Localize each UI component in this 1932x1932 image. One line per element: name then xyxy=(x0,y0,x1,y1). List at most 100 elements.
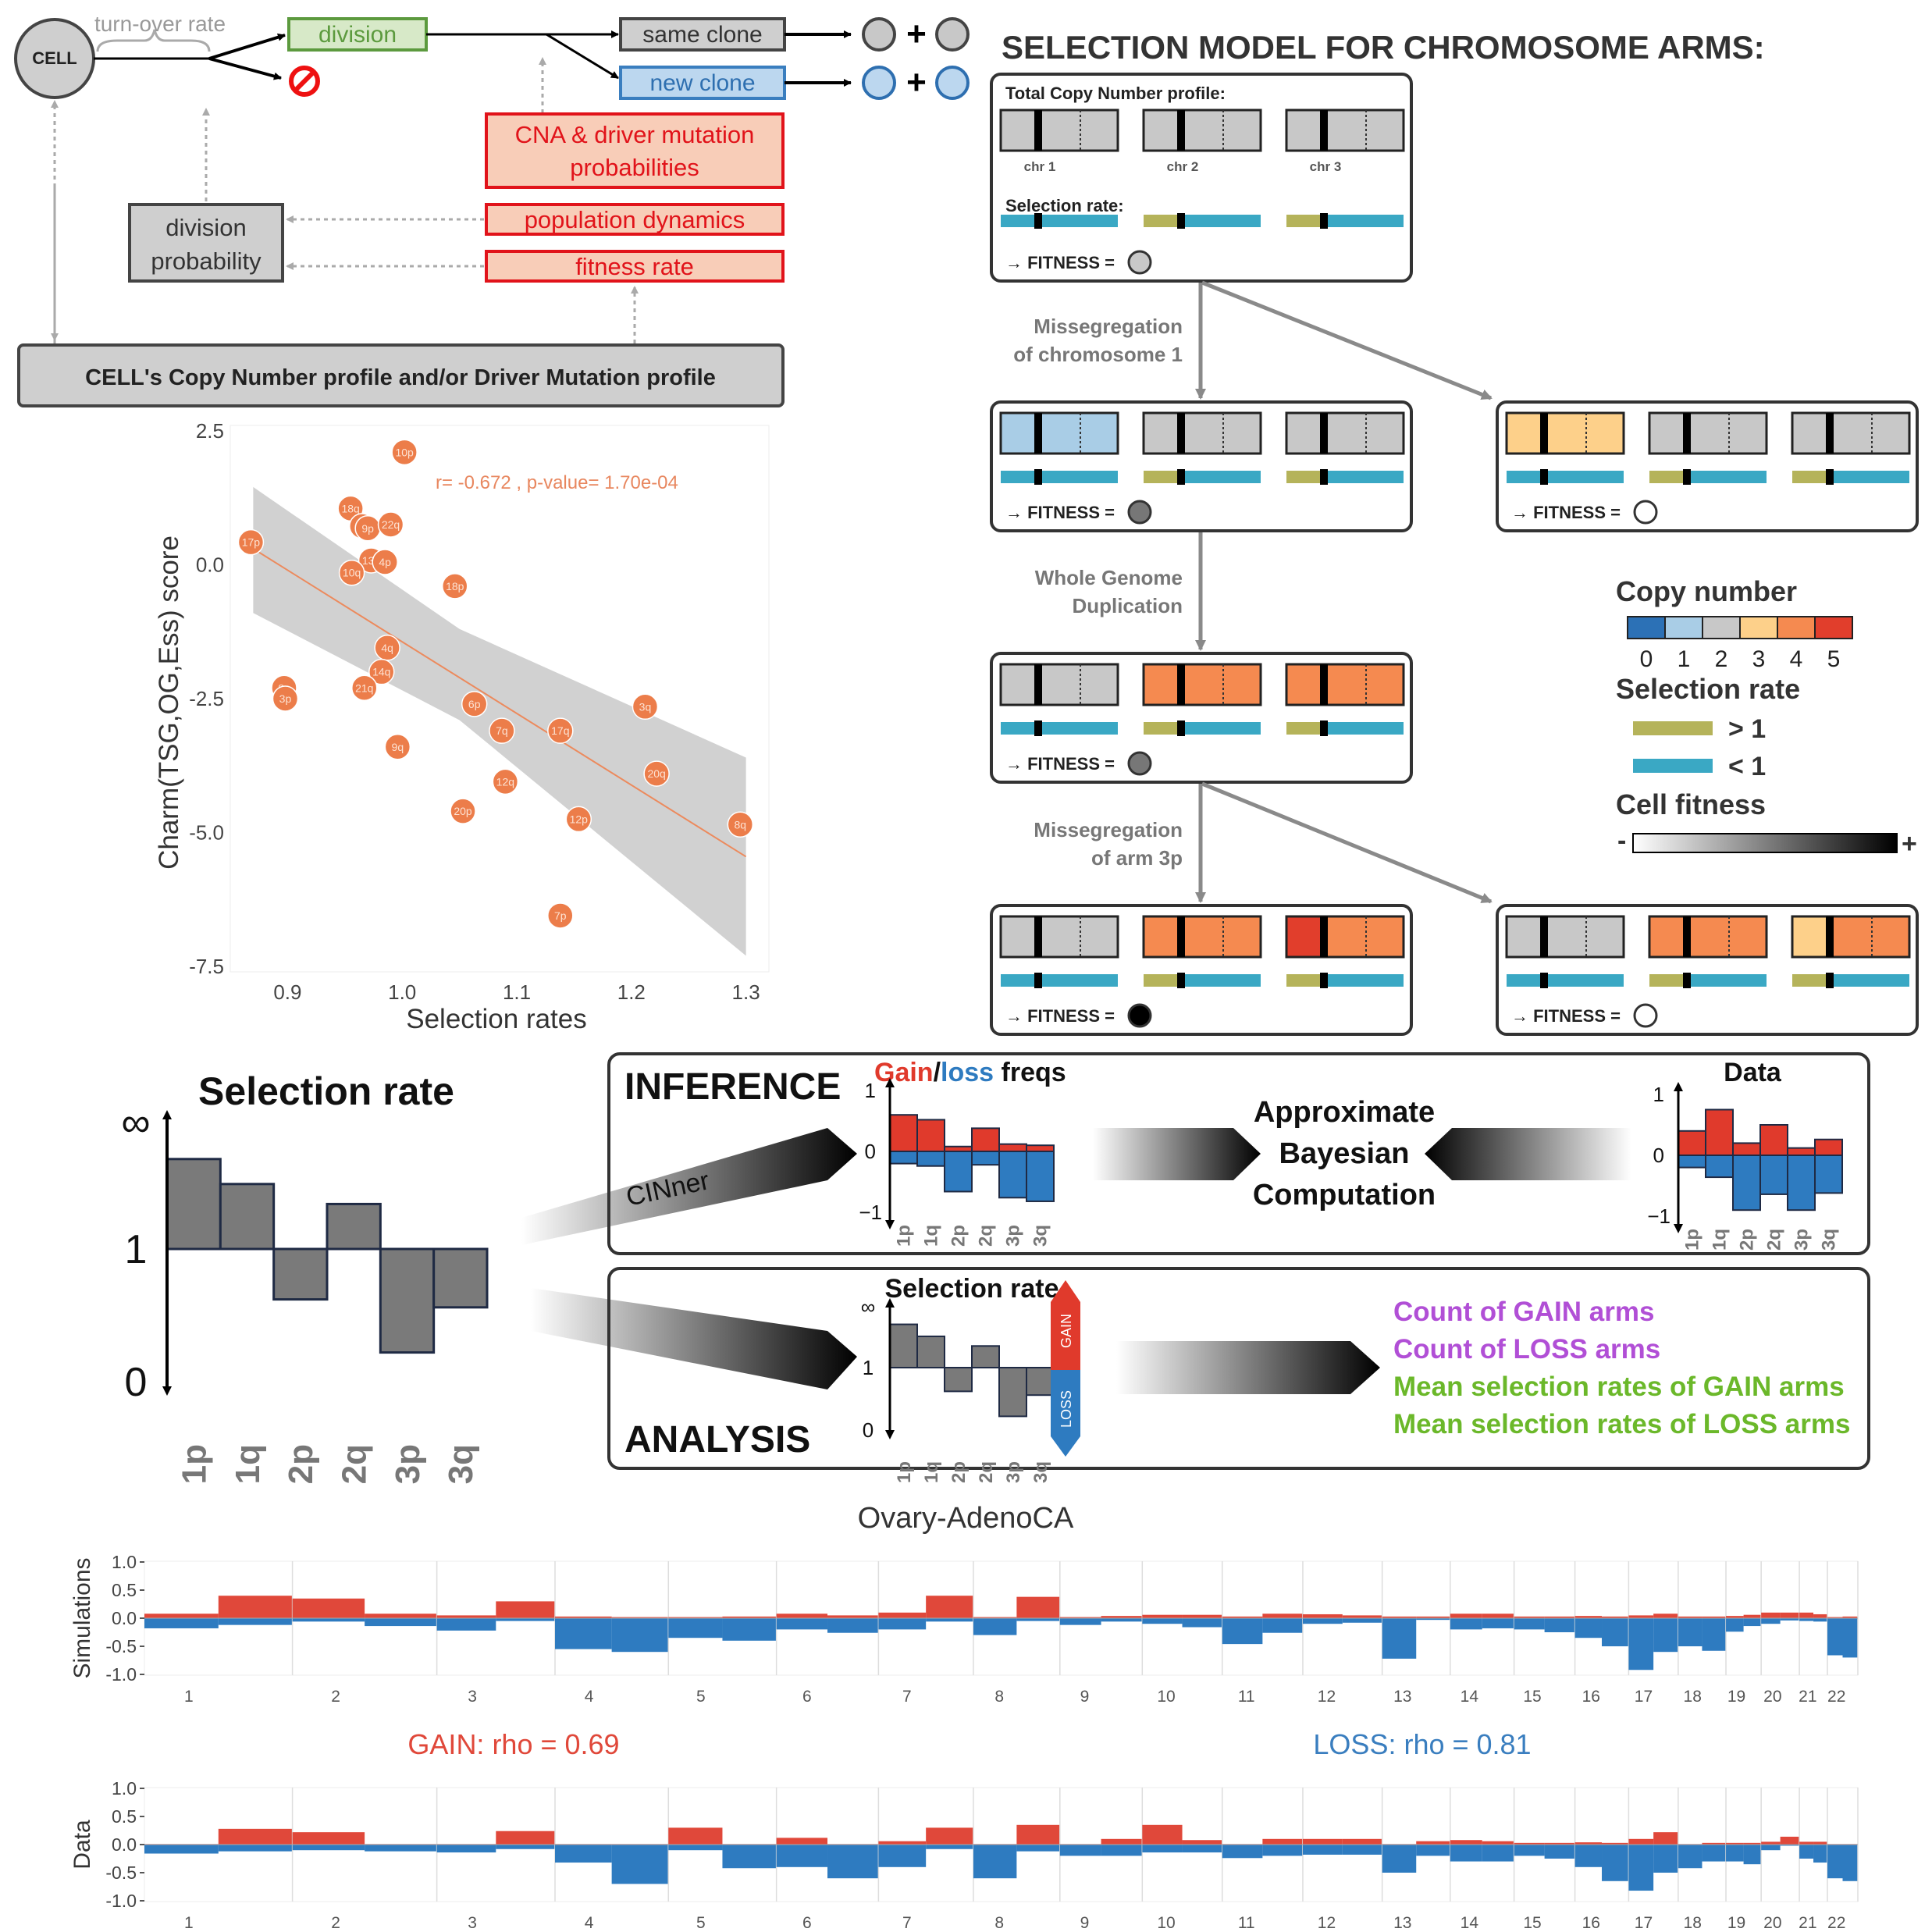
gain-bar xyxy=(1702,1842,1727,1845)
scatter-point: 3p xyxy=(272,685,299,712)
gain-bar xyxy=(1574,1842,1603,1845)
centromere xyxy=(1177,664,1185,705)
selection-rate-q xyxy=(1038,722,1118,735)
loss-bar xyxy=(1222,1618,1263,1645)
chromosome-label: 10 xyxy=(1157,1914,1175,1932)
selection-rate-q xyxy=(1181,215,1261,227)
arm-label: 3p xyxy=(1003,1225,1024,1247)
loss-bar xyxy=(1787,1155,1816,1212)
gain-bar xyxy=(555,1616,612,1618)
gain-bar xyxy=(1342,1838,1382,1845)
centromere xyxy=(1177,110,1185,151)
fitness-label: → FITNESS = xyxy=(1005,253,1115,272)
analysis-title: ANALYSIS xyxy=(624,1419,810,1461)
arm-label: 2p xyxy=(282,1444,320,1484)
model-state-panel: → FITNESS = xyxy=(1496,904,1919,1036)
point-marker xyxy=(368,658,395,685)
point-label: 12p xyxy=(570,813,589,825)
fitness-label: → FITNESS = xyxy=(1005,1006,1115,1026)
centromere xyxy=(1034,110,1042,151)
loss-bar xyxy=(1182,1618,1222,1628)
gain-bar xyxy=(878,1612,927,1618)
arrow-to-division xyxy=(208,33,286,60)
selection-centromere xyxy=(1320,213,1328,229)
loss-bar xyxy=(1702,1845,1727,1862)
chromosome-label: 12 xyxy=(1318,1914,1336,1932)
gain-bar xyxy=(1726,1616,1744,1618)
loss-bar xyxy=(1602,1618,1629,1646)
selection-rate-p xyxy=(1792,471,1830,483)
loss-bar xyxy=(971,1151,1000,1166)
selection-rate-p xyxy=(1001,471,1038,483)
scatter-ylabel: Charm(TSG,OG,Ess) score xyxy=(154,535,184,870)
gain-bar xyxy=(926,1596,973,1618)
arm-label: 3q xyxy=(1030,1461,1051,1483)
point-label: 3q xyxy=(639,700,652,713)
slash: / xyxy=(934,1058,941,1087)
gain-bar xyxy=(1787,1147,1816,1157)
point-label: 12q xyxy=(496,775,514,788)
point-marker xyxy=(547,902,574,929)
chromosome-label: 18 xyxy=(1684,1688,1702,1706)
selection-rate-q xyxy=(1830,471,1909,483)
scatter-xlabel: Selection rates xyxy=(406,1004,587,1034)
loss-tag-label: LOSS xyxy=(1059,1390,1074,1428)
loss-word: loss xyxy=(941,1058,994,1087)
gain-bar xyxy=(436,1615,496,1618)
y-tick-label: 0.0 xyxy=(112,1608,137,1628)
chromosome-arm-p xyxy=(1792,413,1830,454)
scatter-point: 4q xyxy=(374,635,400,661)
arm-label: 3q xyxy=(1030,1225,1051,1247)
arm-label: 3p xyxy=(1791,1229,1813,1251)
loss-bar xyxy=(144,1618,219,1628)
loss-bar xyxy=(1602,1845,1629,1881)
loss-bar xyxy=(1302,1845,1343,1855)
loss-bar xyxy=(1450,1618,1482,1630)
point-label: 21q xyxy=(355,681,373,694)
loss-tag-shape xyxy=(1051,1370,1080,1457)
gain-bar xyxy=(496,1601,556,1618)
gain-bar xyxy=(1780,1612,1800,1618)
freqs-word: freqs xyxy=(994,1058,1066,1087)
loss-bar xyxy=(1342,1845,1382,1855)
y-tick-label: -1.0 xyxy=(105,1664,137,1685)
selrate-bar xyxy=(326,1202,382,1251)
selrate-bar xyxy=(944,1367,973,1393)
gain-bar xyxy=(916,1119,945,1152)
centromere xyxy=(1320,413,1328,454)
chromosome-label: 6 xyxy=(802,1914,812,1932)
x-tick-label: 0.9 xyxy=(273,980,301,1004)
loss-bar xyxy=(1653,1845,1678,1873)
gain-loss-tag: GAIN LOSS xyxy=(1051,1280,1080,1457)
analysis-output-text: Mean selection rates of GAIN arms xyxy=(1393,1372,1845,1402)
gain-bar xyxy=(1142,1824,1183,1845)
loss-bar xyxy=(878,1845,927,1867)
arm-label: 3q xyxy=(442,1444,480,1484)
abc-label-2: Bayesian xyxy=(1279,1137,1410,1170)
loss-bar xyxy=(722,1618,777,1641)
loss-bar xyxy=(1382,1845,1417,1873)
loss-bar xyxy=(926,1845,973,1849)
selection-rate-q xyxy=(1181,471,1261,483)
selection-rate-p xyxy=(1001,722,1038,735)
selection-rate-q xyxy=(1324,471,1404,483)
chromosome-arm-p xyxy=(1286,110,1324,151)
point-marker xyxy=(461,691,488,717)
gain-bar xyxy=(1262,1614,1303,1618)
y-tick-label: -0.5 xyxy=(105,1636,137,1656)
loss-bar xyxy=(1544,1618,1575,1632)
gain-bar xyxy=(1732,1142,1761,1157)
gain-bar xyxy=(1726,1842,1744,1845)
chromosome-outline xyxy=(999,411,1119,455)
y-tick-label: -0.5 xyxy=(105,1863,137,1883)
chromosome-outline xyxy=(1285,411,1405,455)
chromosome-label: 16 xyxy=(1582,1688,1600,1706)
chromosome-arm-q xyxy=(1830,916,1909,957)
chromosome-label: 11 xyxy=(1238,1688,1255,1706)
loss-bar xyxy=(926,1618,973,1622)
loss-bar xyxy=(292,1845,365,1851)
selrate-bar xyxy=(998,1367,1027,1418)
selection-rate-q xyxy=(1544,974,1624,987)
selection-rate-q xyxy=(1038,215,1118,227)
gain-bar xyxy=(218,1596,293,1618)
